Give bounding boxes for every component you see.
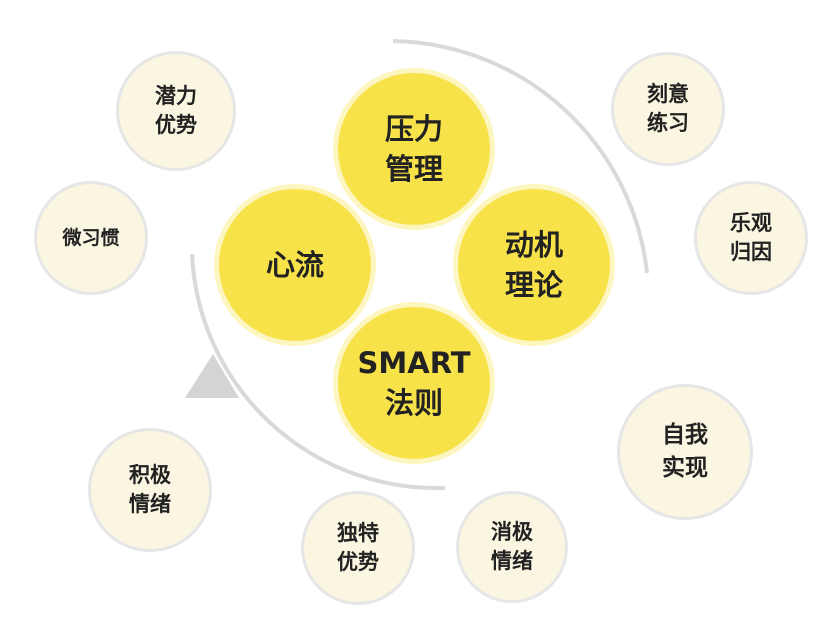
satellite-node-label: 独特 优势 <box>337 521 379 574</box>
outer-arc-right <box>392 39 649 274</box>
core-node-flow[interactable]: 心流 <box>214 184 376 346</box>
core-node-label: SMART 法则 <box>357 346 471 420</box>
core-node-motivation-theory[interactable]: 动机 理论 <box>453 184 615 346</box>
core-node-smart-principle[interactable]: SMART 法则 <box>333 302 495 464</box>
satellite-node-deliberate-practice[interactable]: 刻意 练习 <box>611 52 725 166</box>
satellite-node-negative-emotion[interactable]: 消极 情绪 <box>456 491 568 603</box>
outer-arc-left <box>190 253 446 491</box>
satellite-node-potential-strength[interactable]: 潜力 优势 <box>116 51 236 171</box>
satellite-node-optimistic-attribution[interactable]: 乐观 归因 <box>694 181 808 295</box>
satellite-node-label: 消极 情绪 <box>491 520 533 573</box>
satellite-node-label: 潜力 优势 <box>155 84 197 137</box>
satellite-node-micro-habit[interactable]: 微习惯 <box>34 181 148 295</box>
cycle-arrowhead <box>185 354 239 398</box>
satellite-node-label: 微习惯 <box>62 226 120 249</box>
core-node-pressure-management[interactable]: 压力 管理 <box>333 68 495 230</box>
satellite-node-label: 积极 情绪 <box>129 463 171 516</box>
core-node-label: 动机 理论 <box>504 228 563 302</box>
satellite-node-label: 乐观 归因 <box>730 211 772 264</box>
core-node-label: 心流 <box>265 248 324 282</box>
satellite-node-self-actualization[interactable]: 自我 实现 <box>617 384 753 520</box>
satellite-node-label: 自我 实现 <box>662 422 708 481</box>
satellite-node-label: 刻意 练习 <box>647 82 689 135</box>
satellite-node-positive-emotion[interactable]: 积极 情绪 <box>88 428 212 552</box>
core-node-label: 压力 管理 <box>384 112 443 186</box>
satellite-node-unique-strength[interactable]: 独特 优势 <box>301 491 415 605</box>
